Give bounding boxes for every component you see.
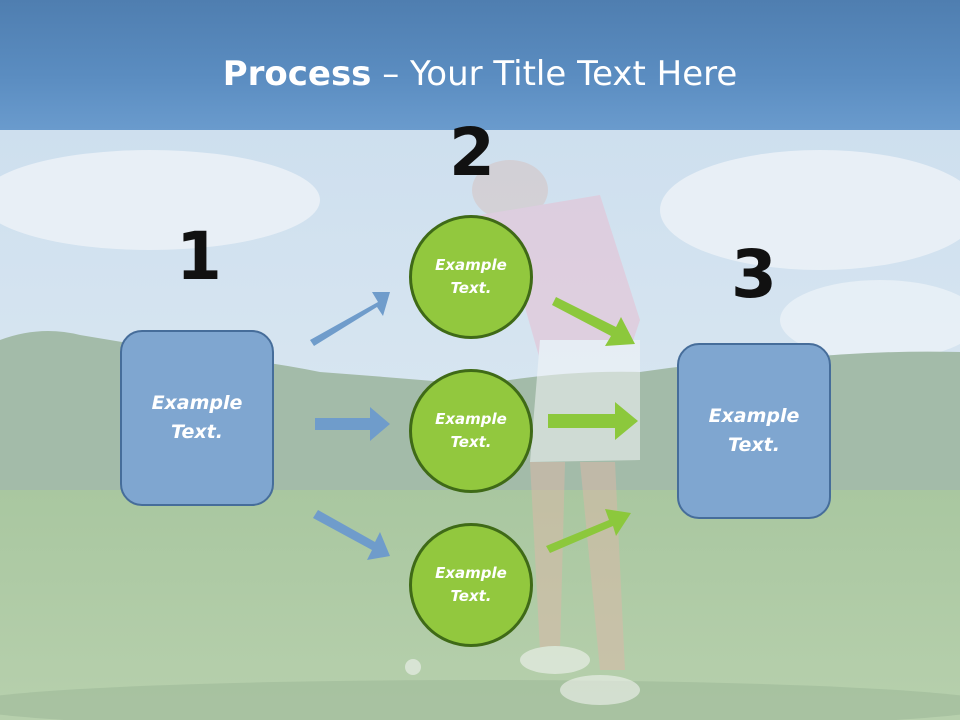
arrow-from-circle-1 [552, 297, 635, 346]
step-3-text-line1: Example [708, 405, 800, 427]
step-1-text-line2: Text. [171, 421, 223, 443]
blue-arrows [310, 292, 390, 560]
circle-1-text-line2: Text. [450, 279, 492, 297]
step-3-text-line2: Text. [728, 434, 780, 456]
circle-3-text-line2: Text. [450, 587, 492, 605]
title-rest: – Your Title Text Here [371, 54, 738, 94]
step-number-3: 3 [731, 236, 777, 313]
circle-2-text-line2: Text. [450, 433, 492, 451]
arrow-to-circle-1 [310, 292, 390, 346]
circle-3-text-line1: Example [435, 564, 507, 582]
step-1-text-line1: Example [151, 392, 243, 414]
arrow-to-circle-2 [315, 407, 390, 441]
arrow-from-circle-3 [546, 509, 631, 553]
step-number-1: 1 [176, 218, 222, 295]
green-arrows [546, 297, 638, 553]
step-number-2: 2 [449, 114, 495, 191]
circle-1-text-line1: Example [435, 256, 507, 274]
circle-2-text-line1: Example [435, 410, 507, 428]
title-bar [0, 0, 960, 130]
slide-title: Process – Your Title Text Here [0, 52, 960, 96]
title-bold: Process [222, 54, 372, 94]
arrow-to-circle-3 [313, 510, 390, 560]
arrow-from-circle-2 [548, 402, 638, 440]
